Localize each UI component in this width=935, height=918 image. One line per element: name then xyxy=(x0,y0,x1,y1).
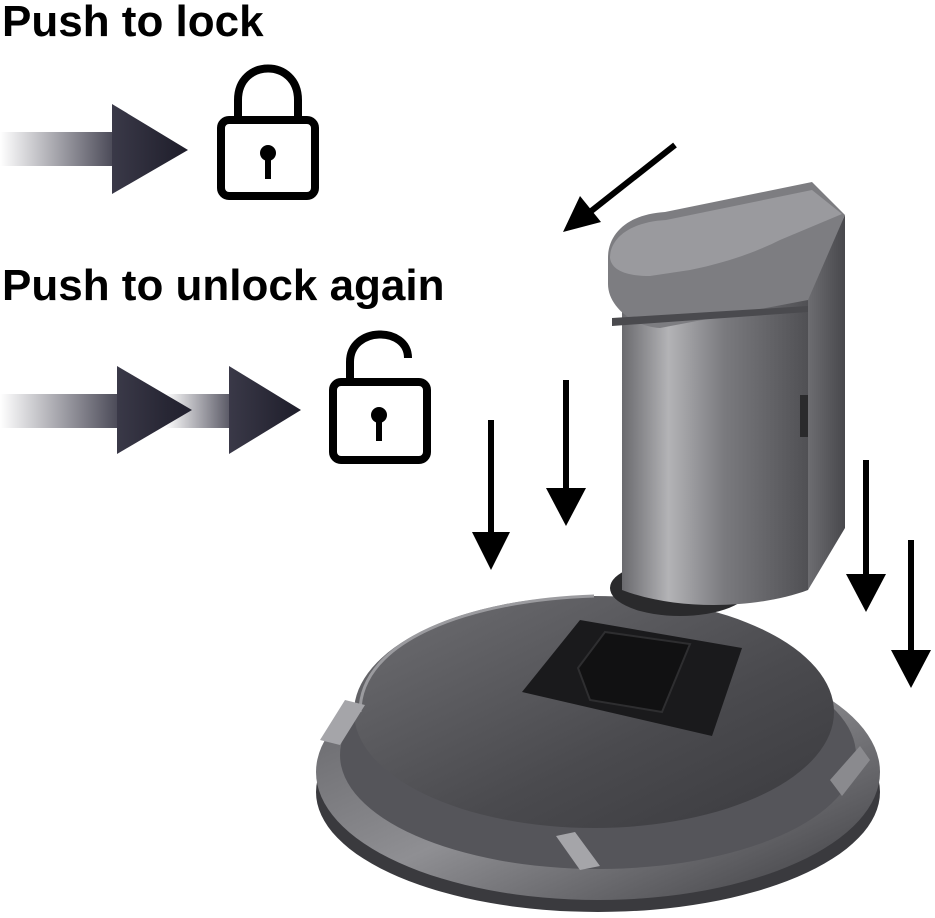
diagonal-arrow-icon xyxy=(563,142,677,232)
push-to-lock-label: Push to lock xyxy=(2,0,264,46)
closed-padlock-icon xyxy=(217,64,319,200)
push-to-unlock-label: Push to unlock again xyxy=(2,261,445,310)
open-padlock-icon xyxy=(329,330,431,464)
push-arrow-lock xyxy=(0,104,188,194)
down-arrow-icon xyxy=(472,380,931,688)
push-arrow-unlock xyxy=(0,366,301,454)
door-stopper-rubber-pad xyxy=(522,620,742,736)
door-stopper-body xyxy=(608,182,845,616)
